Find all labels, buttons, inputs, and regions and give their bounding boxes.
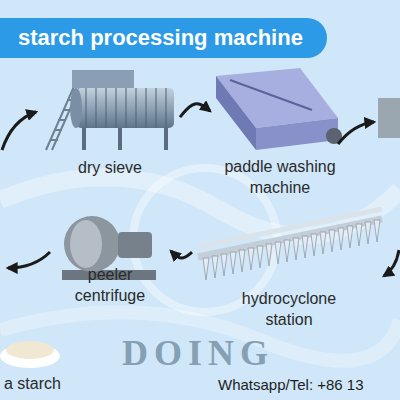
door <box>70 220 102 268</box>
manifold <box>198 219 382 257</box>
flow-arrow <box>8 252 50 268</box>
label-wrap: DOING <box>122 334 274 374</box>
flow-arrow <box>180 104 210 117</box>
housing <box>64 216 120 272</box>
paddle-shaft <box>230 80 312 110</box>
machine-label: paddle washing machine <box>218 157 343 199</box>
drum-rib <box>86 88 166 128</box>
title-wrap: starch processing machine <box>0 18 327 58</box>
motor <box>118 232 152 258</box>
cyclone-cone <box>203 220 380 280</box>
machine-node: a starch <box>0 322 72 398</box>
machine-node: paddle washing machine <box>210 62 350 202</box>
watermark: DOING <box>122 334 274 374</box>
machine-label: a starch <box>4 374 61 395</box>
starch-powder <box>6 341 54 359</box>
trough-front <box>256 118 338 150</box>
machine-node: hydrocyclone station <box>192 208 386 334</box>
paddle-washer-figure <box>216 68 342 150</box>
contact-line: Whatsapp/Tel: +86 13 <box>218 377 364 394</box>
machine-label: hydrocyclone station <box>229 289 349 331</box>
flow-arrow <box>384 250 399 276</box>
dry-sieve-figure <box>46 70 174 150</box>
drum-end <box>70 88 82 128</box>
sieve-drum <box>76 88 174 128</box>
flow-arrow <box>2 112 36 150</box>
feed-hopper <box>72 70 134 88</box>
starch-figure <box>0 341 60 368</box>
flow-arrow <box>338 122 374 144</box>
hydrocyclone-figure <box>198 209 382 280</box>
machine-node: dry sieve <box>40 64 180 182</box>
stair <box>46 82 82 150</box>
machine-label: dry sieve <box>78 158 142 179</box>
next-machine <box>378 98 400 138</box>
label-wrap: Whatsapp/Tel: +86 13 <box>218 377 364 394</box>
machine-label: peeler centrifuge <box>53 265 167 307</box>
flow-arrow <box>171 251 192 258</box>
frame-leg <box>84 128 166 150</box>
title-banner: starch processing machine <box>0 18 327 58</box>
machine-node: peeler centrifuge <box>49 212 171 310</box>
